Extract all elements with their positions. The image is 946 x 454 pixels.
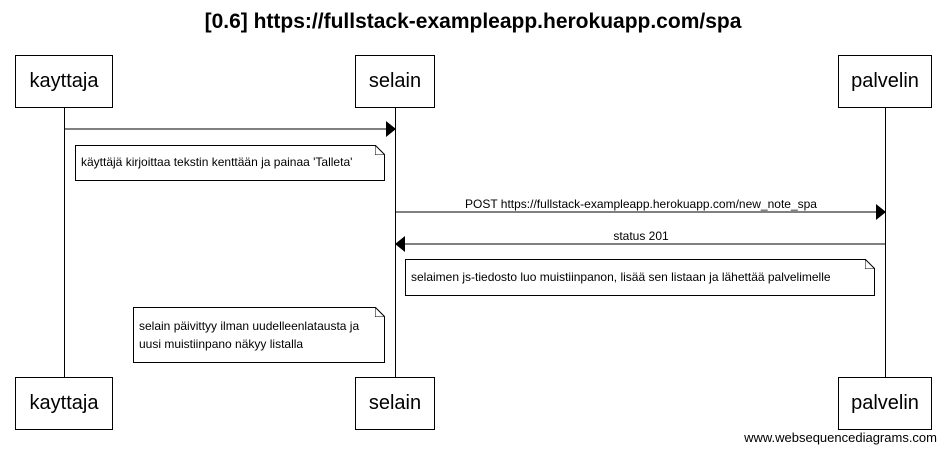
- participant-label: kayttaja: [29, 392, 99, 414]
- note-text-line: uusi muistiinpano näkyy listalla: [139, 337, 304, 351]
- participant-label: kayttaja: [29, 70, 99, 92]
- participant-label: palvelin: [851, 70, 919, 92]
- note-fold-icon: [865, 259, 875, 269]
- participant-label: selain: [368, 70, 422, 92]
- participant-selain-bottom: selain: [355, 377, 435, 430]
- participant-palvelin-top: palvelin: [838, 55, 932, 108]
- footer-credit: www.websequencediagrams.com: [744, 430, 937, 445]
- participant-label: selain: [368, 392, 422, 414]
- lifeline-selain: [395, 107, 396, 377]
- participant-kayttaja-top: kayttaja: [15, 55, 113, 108]
- note-fold-icon: [375, 307, 385, 317]
- note-text-line: selain päivittyy ilman uudelleenlatausta…: [139, 319, 360, 333]
- participant-kayttaja-bottom: kayttaja: [15, 377, 113, 430]
- participant-palvelin-bottom: palvelin: [838, 377, 932, 430]
- message-post-label: POST https://fullstack-exampleapp.heroku…: [465, 197, 817, 211]
- note-selain-js: selaimen js-tiedosto luo muistiinpanon, …: [405, 259, 875, 296]
- note-fold-icon: [375, 145, 385, 155]
- participant-selain-top: selain: [355, 55, 435, 108]
- arrowhead-left: [395, 236, 405, 252]
- message-status-label: status 201: [613, 229, 669, 243]
- arrowhead-right: [386, 121, 396, 137]
- lifeline-kayttaja: [64, 107, 65, 377]
- participant-label: palvelin: [851, 392, 919, 414]
- arrowhead-right: [876, 204, 886, 220]
- lifeline-palvelin: [885, 107, 886, 377]
- note-text: käyttäjä kirjoittaa tekstin kenttään ja …: [81, 155, 353, 169]
- diagram-title: [0.6] https://fullstack-exampleapp.herok…: [204, 10, 742, 33]
- note-selain-update: selain päivittyy ilman uudelleenlatausta…: [133, 307, 385, 363]
- note-kayttaja-input: käyttäjä kirjoittaa tekstin kenttään ja …: [75, 145, 385, 181]
- note-text: selaimen js-tiedosto luo muistiinpanon, …: [411, 270, 831, 284]
